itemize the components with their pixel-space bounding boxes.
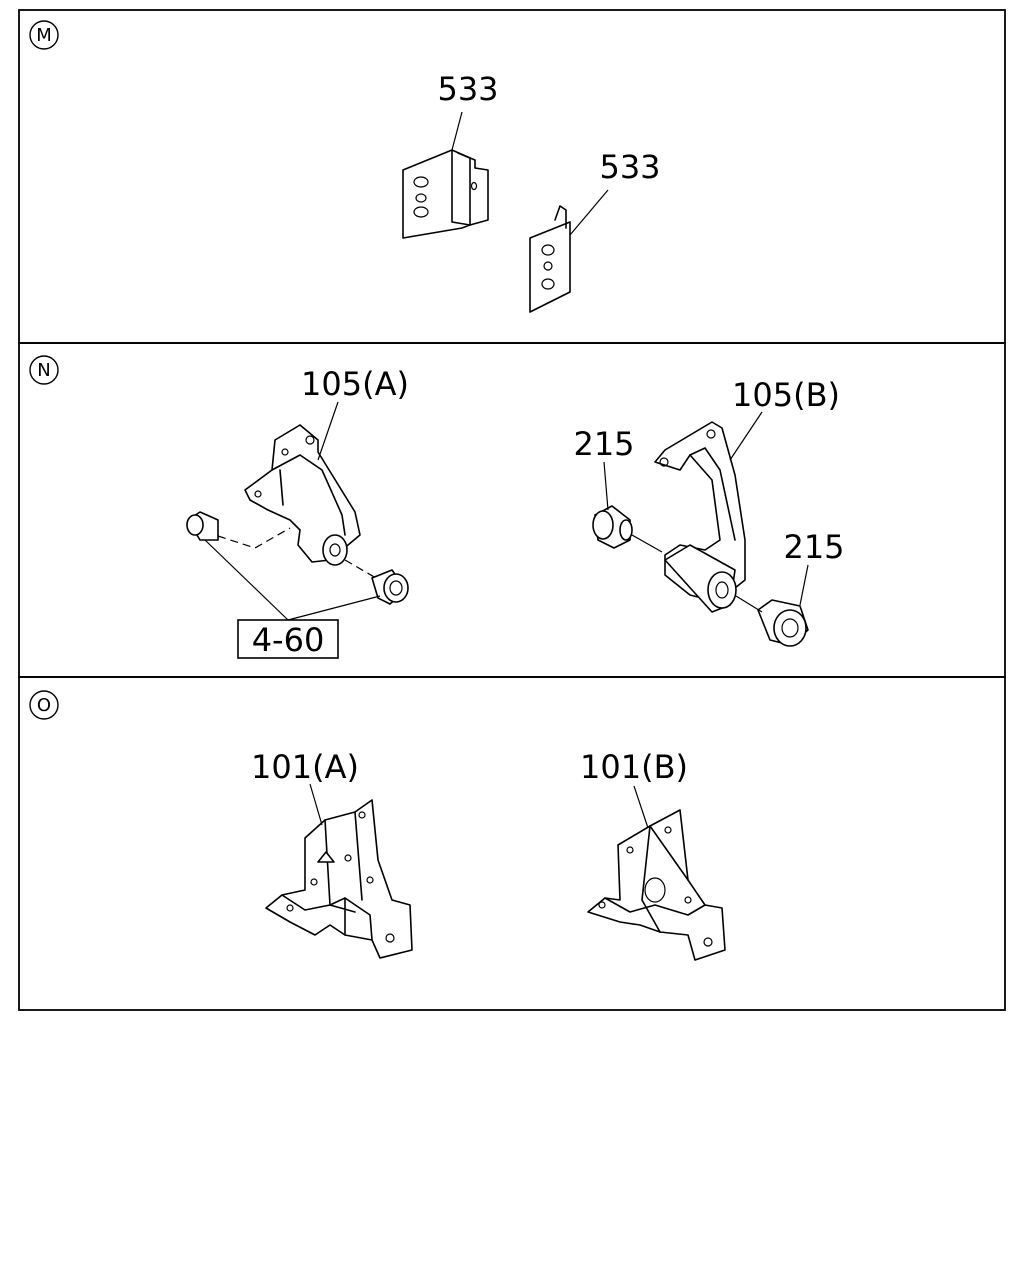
callout-105a: 105(A) xyxy=(301,365,409,403)
bracket-101b xyxy=(587,785,726,961)
panel-n-marker: N xyxy=(29,355,59,385)
panel-m-frame xyxy=(18,9,1006,344)
callout-533-right: 533 xyxy=(599,148,660,186)
panel-o-marker: O xyxy=(29,690,59,720)
arm-105a xyxy=(244,401,361,566)
callout-215-top: 215 xyxy=(573,425,634,463)
panel-n: N 105(A) 4-60 xyxy=(18,342,1006,678)
axis-105a xyxy=(217,527,291,549)
callout-533-left: 533 xyxy=(437,70,498,108)
panel-m-marker-label: M xyxy=(36,25,52,46)
panel-o-marker-label: O xyxy=(37,695,51,716)
callout-101a: 101(A) xyxy=(251,748,359,786)
panel-n-frame xyxy=(18,342,1006,678)
panel-m: M 533 533 xyxy=(18,9,1006,344)
callout-215-right: 215 xyxy=(783,528,844,566)
panel-n-marker-label: N xyxy=(37,360,50,381)
panel-o: O 101(A) xyxy=(18,676,1006,1011)
bracket-533-right xyxy=(529,189,609,313)
bushing-4-60-left xyxy=(186,511,219,541)
panel-o-frame xyxy=(18,676,1006,1011)
bushing-215-left xyxy=(592,461,633,549)
arm-105b xyxy=(654,411,763,613)
callout-101b: 101(B) xyxy=(580,748,688,786)
callout-105b: 105(B) xyxy=(732,376,840,414)
bushing-4-60-right xyxy=(371,569,409,605)
callout-4-60: 4-60 xyxy=(252,621,325,659)
bracket-533-left xyxy=(402,111,489,239)
bushing-215-right xyxy=(757,564,809,647)
ref-box-4-60: 4-60 xyxy=(237,619,339,659)
panel-m-marker: M xyxy=(29,20,59,50)
bracket-101a xyxy=(265,783,413,959)
